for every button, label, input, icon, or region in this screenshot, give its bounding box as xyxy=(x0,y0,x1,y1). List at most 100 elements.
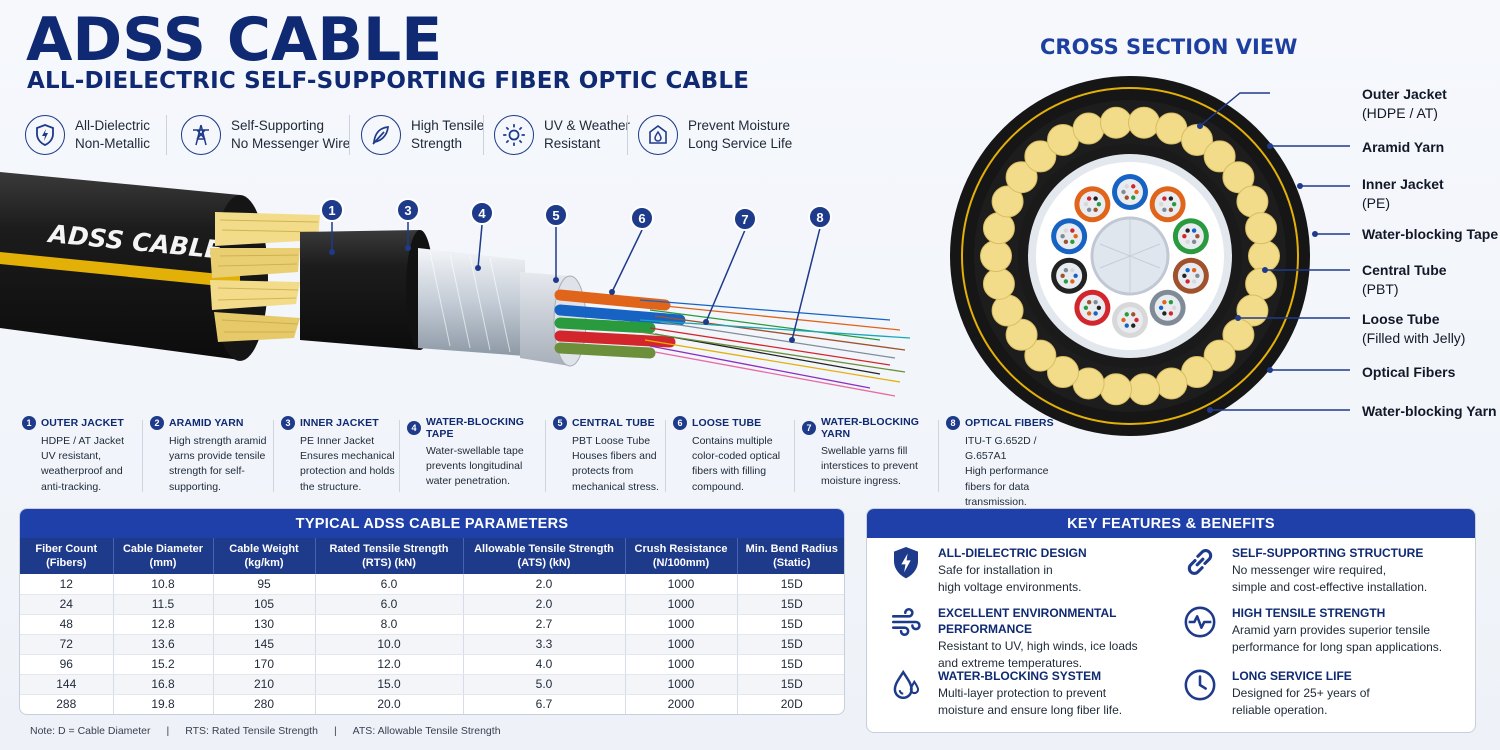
cross-section-title: CROSS SECTION VIEW xyxy=(1040,35,1298,59)
table-cell: 6.7 xyxy=(463,694,626,714)
column-header: Rated Tensile Strength(RTS) (kN) xyxy=(315,538,464,574)
table-cell: 19.8 xyxy=(113,694,214,714)
fiber-core xyxy=(1185,267,1190,273)
layer-description-line: fibers with filling xyxy=(692,465,767,478)
feature-line: performance for long span applications. xyxy=(1232,640,1443,654)
fiber-core xyxy=(1096,305,1102,310)
layer-description-line: Contains multiple xyxy=(692,435,773,447)
layer-description-line: ITU-T G.652D / G.657A1 xyxy=(965,435,1037,463)
table-cell: 1000 xyxy=(625,674,738,695)
column-header: Fiber Count(Fibers) xyxy=(20,538,114,574)
feature-title: LONG SERVICE LIFE xyxy=(1232,669,1352,683)
callout-7: 7 xyxy=(733,207,757,231)
callout-5: 5 xyxy=(544,203,568,227)
svg-text:3: 3 xyxy=(404,203,411,218)
layer-description-line: protection and holds xyxy=(300,465,395,478)
feature-line: high voltage environments. xyxy=(938,580,1082,594)
divider xyxy=(349,115,350,155)
layer-description-line: PE Inner Jacket xyxy=(300,435,375,447)
top-feature-line2: Non-Metallic xyxy=(75,136,151,151)
inner-jacket xyxy=(300,230,420,350)
pulse-icon xyxy=(1178,605,1222,649)
note-ats: ATS: Allowable Tensile Strength xyxy=(352,725,501,737)
table-cell: 20D xyxy=(737,694,844,714)
divider xyxy=(545,420,546,492)
svg-text:6: 6 xyxy=(638,211,645,226)
cs-label-loose-tube: Loose Tube(Filled with Jelly) xyxy=(1362,311,1466,346)
fiber-core xyxy=(1171,305,1177,310)
column-header-line: (Fibers) xyxy=(46,557,87,569)
aramid-yarn-strand xyxy=(980,240,1012,272)
fiber-core xyxy=(1063,267,1069,273)
fiber-core xyxy=(1093,311,1098,316)
divider xyxy=(627,115,628,155)
fiber-core xyxy=(1191,239,1197,245)
fiber-core xyxy=(1124,195,1129,200)
fiber-core xyxy=(1191,279,1197,284)
fiber-core xyxy=(1086,196,1092,201)
table-cell: 15D xyxy=(737,674,844,695)
table-footnote: Note: D = Cable Diameter | RTS: Rated Te… xyxy=(30,725,501,737)
shield-bolt-icon xyxy=(25,115,65,155)
layer-description-line: compound. xyxy=(692,480,744,493)
column-header-line: Rated Tensile Strength xyxy=(329,543,449,555)
fiber-core xyxy=(1171,202,1177,207)
layer-description-line: yarns provide tensile xyxy=(169,450,266,463)
cs-label-outer-jacket: Outer Jacket(HDPE / AT) xyxy=(1362,86,1447,121)
fiber-core xyxy=(1162,196,1167,201)
table-cell: 1000 xyxy=(625,594,738,615)
layer-description-line: the structure. xyxy=(300,480,362,493)
key-features-title: KEY FEATURES & BENEFITS xyxy=(867,509,1475,538)
fiber-core xyxy=(1185,228,1190,233)
top-feature-line2: Strength xyxy=(411,136,463,151)
cs-label-optical-fibers: Optical Fibers xyxy=(1362,364,1456,380)
wind-icon xyxy=(884,605,928,649)
layer-title: OPTICAL FIBERS xyxy=(965,417,1054,429)
layer-description-line: UV resistant, xyxy=(41,450,102,463)
column-header-line: Cable Weight xyxy=(229,543,299,555)
top-feature-line1: High Tensile xyxy=(411,118,485,133)
layer-title: LOOSE TUBE xyxy=(692,417,762,429)
column-header-line: (kg/km) xyxy=(244,557,284,569)
fiber-core xyxy=(1131,312,1136,317)
fiber-core xyxy=(1093,207,1098,213)
aramid-yarn-strand xyxy=(1072,112,1105,145)
fiber-core xyxy=(1191,228,1197,233)
fiber-core xyxy=(1063,228,1069,233)
fiber-core xyxy=(1168,196,1174,201)
fiber-core xyxy=(1063,279,1069,284)
layer-description-line: prevents longitudinal xyxy=(426,460,523,473)
table-cell: 15D xyxy=(737,614,844,635)
table-cell: 288 xyxy=(20,694,114,714)
layer-description-line: Water-swellable tape xyxy=(426,445,524,457)
fiber-core xyxy=(1131,184,1136,189)
note-diameter: Note: D = Cable Diameter xyxy=(30,725,151,737)
aramid-yarn-strand xyxy=(1099,373,1132,406)
column-header: Cable Diameter(mm) xyxy=(113,538,214,574)
fiber-core xyxy=(1124,312,1129,317)
column-header-line: Allowable Tensile Strength xyxy=(474,543,614,555)
table-cell: 10.0 xyxy=(315,634,464,655)
fiber-core xyxy=(1063,239,1069,245)
divider xyxy=(483,115,484,155)
loose-tube-jelly xyxy=(1056,223,1083,250)
table-cell: 2.0 xyxy=(463,594,626,615)
aramid-yarn-strand xyxy=(1099,106,1132,139)
layer-number-badge: 1 xyxy=(22,416,36,430)
column-header-line: Crush Resistance xyxy=(634,543,728,555)
fiber-core xyxy=(1083,305,1089,310)
top-feature-line1: UV & Weather xyxy=(544,118,631,133)
table-cell: 1000 xyxy=(625,654,738,675)
table-cell: 105 xyxy=(213,594,316,615)
cable-illustration: ADSS CABLE xyxy=(0,172,911,397)
feature-line: Aramid yarn provides superior tensile xyxy=(1232,623,1431,637)
